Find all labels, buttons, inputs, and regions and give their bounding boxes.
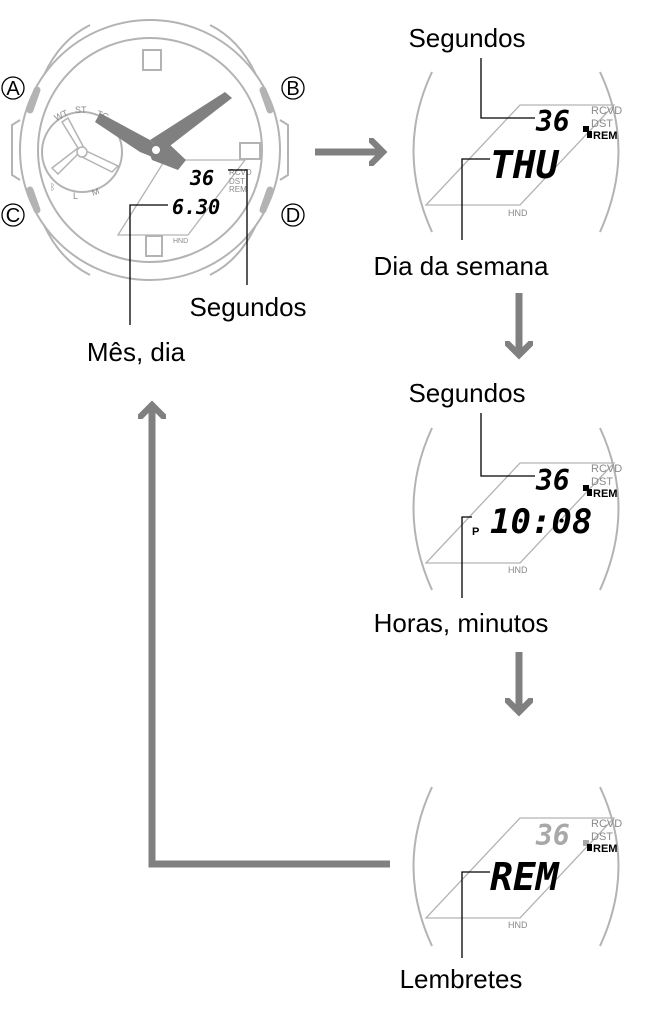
screen2-pm: P [472, 526, 479, 538]
screen2-main: 10:08 [490, 502, 592, 542]
button-d: D [281, 203, 305, 227]
dial-mark-st: ST [75, 105, 87, 115]
watch-hands [95, 92, 232, 170]
lcd-date: 6.30 [172, 195, 220, 219]
indicator-rcvd: RCVD [229, 168, 252, 177]
indicators-dst-text: DST [591, 831, 613, 843]
indicators-dst-text: DST [591, 476, 613, 488]
indicators-rcvd-text: RCVD [591, 463, 622, 475]
callout-line-date [129, 204, 168, 325]
indicators-hnd-text: HND [508, 208, 528, 218]
screen1-bottom-label: Dia da semana [374, 251, 549, 281]
button-a: A [1, 76, 25, 100]
indicators-rem-text: REM [593, 488, 617, 500]
watch-buttons-a-text: A [6, 78, 20, 100]
indicators-rcvd-text: RCVD [591, 818, 622, 830]
indicator-hnd: HND [173, 238, 188, 245]
screen1-top-label: Segundos [408, 23, 525, 53]
screen3-bottom-label: Lembretes [400, 964, 523, 994]
sub-dial: WT ST TC L M ᛒ [41, 105, 123, 201]
screen3-seconds: 36 [535, 819, 570, 852]
screen2-seconds: 36 [535, 464, 570, 497]
callout-line-seconds [228, 169, 248, 285]
indicators-rcvd-text: RCVD [591, 105, 622, 117]
watch-buttons-d-text: D [286, 205, 300, 227]
button-b: B [281, 76, 305, 100]
dial-mark-l: L [73, 191, 78, 201]
flow-arrows [152, 152, 519, 868]
bluetooth-icon: ᛒ [50, 182, 55, 192]
indicator-rem: REM [229, 185, 247, 194]
screen-reminders: 36 RCVD DST REM REM HND Lembretes [400, 786, 622, 994]
indicators-hnd-text: HND [508, 920, 528, 930]
screen-hours-minutes: Segundos 36 RCVD DST REM P 10:08 HND Hor… [374, 378, 623, 638]
screen1-main: THU [490, 143, 560, 187]
indicators-rem-text: REM [593, 843, 617, 855]
lcd-seconds: 36 [189, 166, 214, 190]
label-month-day: Mês, dia [87, 337, 186, 367]
screen2-top-label: Segundos [408, 378, 525, 408]
screen3-main: REM [490, 855, 560, 899]
indicators-rem-text: REM [593, 130, 617, 142]
watch-illustration: A B C D WT ST TC L M ᛒ 36 R [1, 19, 307, 367]
label-seconds: Segundos [189, 292, 306, 322]
lcd-frame [116, 159, 247, 236]
screen-day-of-week: Segundos 36 RCVD DST REM THU HND Dia da … [374, 23, 623, 281]
dial-mark-m: M [90, 186, 100, 198]
indicators-hnd-text: HND [508, 565, 528, 575]
indicator-dst: DST [229, 177, 245, 186]
screen1-seconds: 36 [535, 105, 570, 138]
watch-buttons-b-text: B [286, 78, 299, 100]
indicators-dst-text: DST [591, 118, 613, 130]
side-buttons [26, 86, 274, 214]
arrow-return [152, 405, 390, 868]
button-c: C [1, 203, 25, 227]
screen2-bottom-label: Horas, minutos [374, 608, 549, 638]
watch-buttons-c-text: C [6, 205, 20, 227]
watch-case [11, 19, 289, 281]
